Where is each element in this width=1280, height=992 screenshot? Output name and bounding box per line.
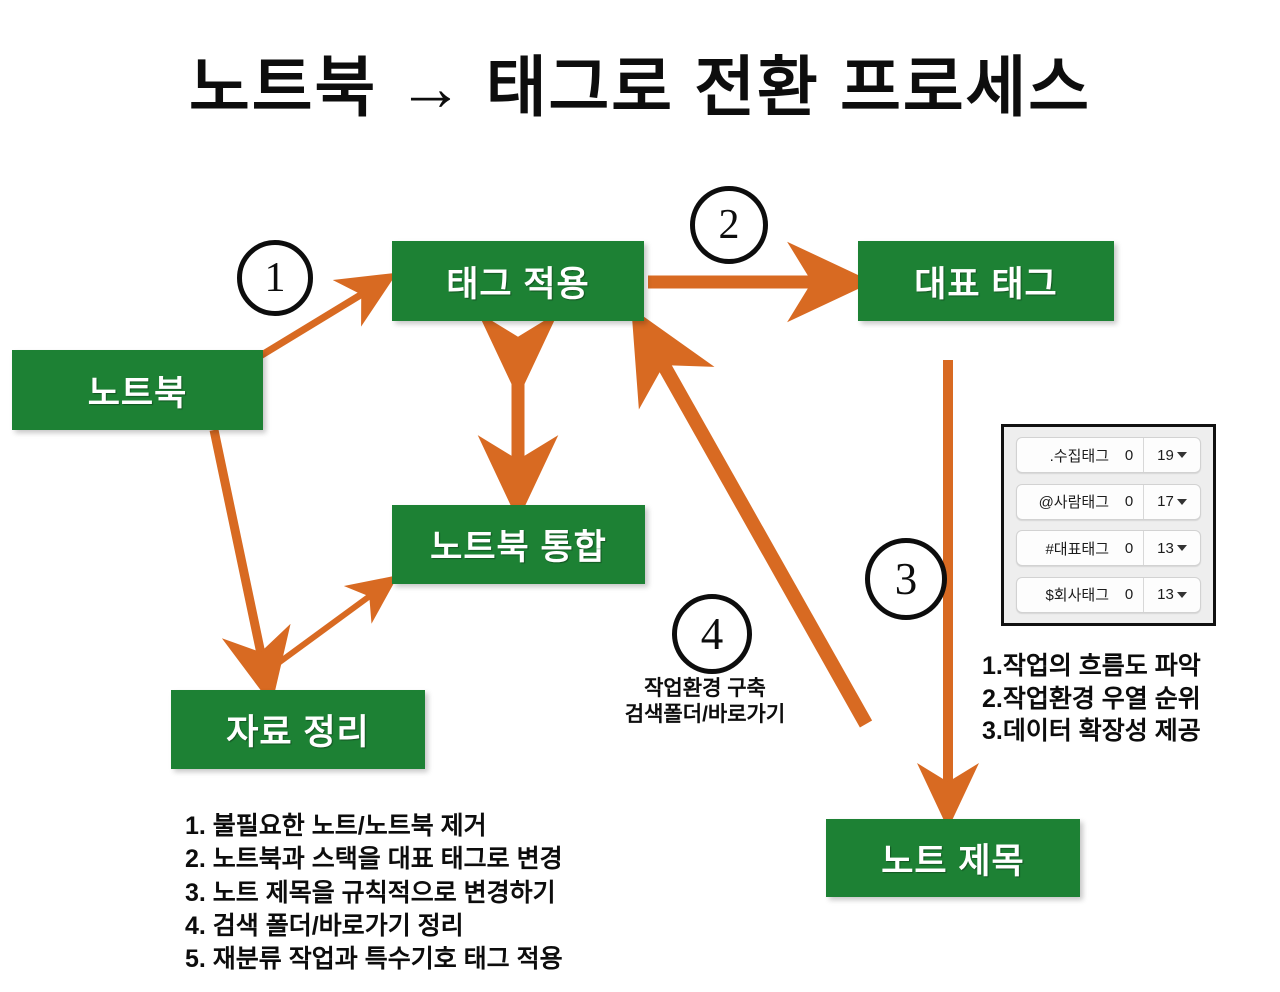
tag-count[interactable]: 13: [1144, 531, 1200, 565]
right-benefit-item-1: 1.작업의 흐름도 파악: [982, 652, 1201, 680]
left-task-item-5: 5. 재분류 작업과 특수기호 태그 적용: [185, 945, 563, 973]
arrow-notebook-to-data-organize: [209, 429, 291, 705]
step-number-2: 2: [690, 186, 768, 264]
right-benefit-list: 1.작업의 흐름도 파악 2.작업환경 우열 순위 3.데이터 확장성 제공: [982, 650, 1201, 748]
tag-row[interactable]: $회사태그 0 13: [1016, 576, 1201, 613]
box-representative-tag[interactable]: 대표 태그: [858, 241, 1114, 321]
step-number-3: 3: [865, 538, 947, 620]
right-benefit-item-3: 3.데이터 확장성 제공: [982, 717, 1201, 745]
step4-caption-line1: 작업환경 구축: [644, 677, 766, 700]
left-task-item-2: 2. 노트북과 스택을 대표 태그로 변경: [185, 845, 563, 874]
box-notebook-merge[interactable]: 노트북 통합: [392, 505, 645, 584]
box-note-title[interactable]: 노트 제목: [826, 819, 1080, 897]
arrow-data-organize-to-notebook-merge: [275, 575, 399, 667]
tag-row[interactable]: #대표태그 0 13: [1016, 530, 1201, 567]
box-tag-apply[interactable]: 태그 적용: [392, 241, 644, 321]
chevron-down-icon[interactable]: [1176, 498, 1187, 505]
tag-count[interactable]: 17: [1144, 485, 1200, 519]
tag-name: $회사태그: [1045, 587, 1109, 605]
step-number-1: 1: [237, 240, 313, 316]
tag-count-value: 13: [1157, 586, 1174, 604]
step4-caption-line2: 검색폴더/바로가기: [624, 702, 786, 726]
page-title: 노트북 → 태그로 전환 프로세스: [189, 50, 1091, 124]
tag-count-value: 17: [1157, 493, 1174, 511]
tag-zero-count: 0: [1115, 531, 1144, 566]
box-notebook[interactable]: 노트북: [12, 350, 263, 430]
step-number-4: 4: [672, 594, 752, 674]
tag-count[interactable]: 13: [1144, 578, 1200, 612]
chevron-down-icon[interactable]: [1176, 545, 1187, 552]
chevron-down-icon[interactable]: [1176, 591, 1187, 598]
box-data-organize[interactable]: 자료 정리: [171, 690, 425, 769]
right-benefit-item-2: 2.작업환경 우열 순위: [982, 684, 1201, 713]
chevron-down-icon[interactable]: [1176, 452, 1187, 458]
tag-name: #대표태그: [1045, 540, 1109, 558]
arrow-note-title-to-tag-apply: [631, 307, 873, 728]
tag-zero-count: 0: [1115, 438, 1144, 472]
tag-panel: .수집태그 0 19 @사람태그 0 17 #대표태그 0 13 $회사태그 0…: [1001, 424, 1216, 626]
left-task-item-1: 1. 불필요한 노트/노트북 제거: [185, 812, 487, 840]
left-task-item-4: 4. 검색 폴더/바로가기 정리: [185, 911, 464, 940]
tag-row[interactable]: .수집태그 0 19: [1016, 437, 1201, 473]
left-task-list: 1. 불필요한 노트/노트북 제거 2. 노트북과 스택을 대표 태그로 변경 …: [185, 810, 563, 976]
tag-row[interactable]: @사람태그 0 17: [1016, 483, 1201, 520]
tag-count[interactable]: 19: [1144, 438, 1200, 472]
tag-count-value: 19: [1157, 446, 1174, 464]
tag-name: .수집태그: [1049, 447, 1109, 465]
tag-zero-count: 0: [1115, 577, 1144, 612]
tag-zero-count: 0: [1115, 484, 1144, 519]
left-task-item-3: 3. 노트 제목을 규칙적으로 변경하기: [185, 878, 556, 907]
tag-count-value: 13: [1157, 539, 1174, 557]
tag-name: @사람태그: [1038, 494, 1109, 512]
step4-caption: 작업환경 구축 검색폴더/바로가기: [600, 676, 810, 727]
